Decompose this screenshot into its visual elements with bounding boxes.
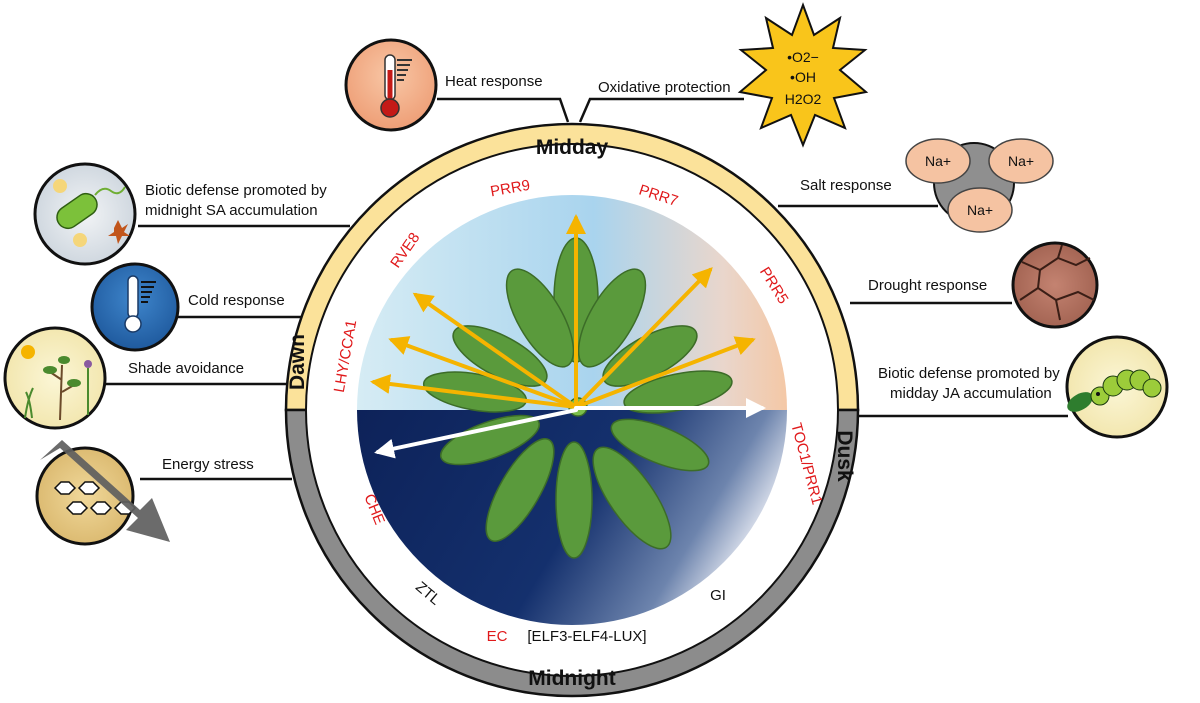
lhy-arrow-lower bbox=[370, 374, 578, 409]
na-ion bbox=[988, 138, 1054, 184]
cold-label: Cold response bbox=[188, 292, 285, 309]
biotic-ja-line2: midday JA accumulation bbox=[890, 385, 1052, 402]
na-label: Na+ bbox=[1008, 153, 1034, 169]
shade-group: Shade avoidance bbox=[3, 326, 244, 430]
gene-ec-complex: [ELF3-ELF4-LUX] bbox=[527, 628, 646, 645]
che-arrow bbox=[374, 408, 578, 459]
midday-label: Midday bbox=[536, 136, 609, 159]
leaf bbox=[439, 414, 541, 466]
leaf bbox=[577, 268, 647, 368]
leaf bbox=[485, 438, 555, 542]
na-ion bbox=[947, 187, 1013, 233]
drought-label: Drought response bbox=[868, 277, 987, 294]
soil-cracks bbox=[1019, 244, 1095, 321]
midnight-label: Midnight bbox=[528, 667, 615, 690]
bacteria-icon bbox=[53, 179, 130, 247]
heat-connector bbox=[437, 97, 570, 123]
oxidative-connector bbox=[578, 97, 744, 123]
biotic-sa-line2: midnight SA accumulation bbox=[145, 202, 318, 219]
thermometer-cold-icon bbox=[124, 275, 156, 333]
sugar-molecule-icon bbox=[53, 481, 137, 515]
ros-starburst bbox=[737, 2, 869, 148]
biotic-ja-group: Biotic defense promoted by midday JA acc… bbox=[878, 335, 1169, 439]
heat-response-label: Heat response bbox=[445, 73, 543, 90]
heat-response-group: Heat response bbox=[344, 38, 543, 132]
arabidopsis-rosette bbox=[422, 237, 733, 559]
energy-group: Energy stress bbox=[35, 440, 254, 546]
shade-label: Shade avoidance bbox=[128, 360, 244, 377]
biotic-sa-group: Biotic defense promoted by midnight SA a… bbox=[33, 162, 327, 266]
connector-lines bbox=[100, 97, 1068, 481]
biotic-sa-line1: Biotic defense promoted by bbox=[145, 182, 327, 199]
salt-group: Salt response Na+ Na+ Na+ bbox=[800, 138, 1054, 233]
shade-plants-icon bbox=[21, 345, 92, 421]
leaf bbox=[592, 446, 672, 550]
energy-label: Energy stress bbox=[162, 456, 254, 473]
shade-circle bbox=[3, 326, 107, 430]
cracked-soil-icon bbox=[1011, 241, 1099, 329]
dawn-label: Dawn bbox=[286, 334, 309, 390]
salt-label: Salt response bbox=[800, 177, 892, 194]
downward-arrow-icon bbox=[40, 440, 170, 542]
caterpillar-icon bbox=[1067, 369, 1162, 412]
biotic-ja-line1: Biotic defense promoted by bbox=[878, 365, 1060, 382]
gene-ec: EC bbox=[487, 628, 508, 645]
leaf bbox=[610, 418, 710, 472]
rve8-arrow bbox=[412, 292, 578, 409]
dusk-label: Dusk bbox=[833, 430, 856, 482]
drought-group: Drought response bbox=[868, 241, 1099, 329]
leaf bbox=[555, 441, 593, 559]
oxidative-group: Oxidative protection •O2− •OH H2O2 bbox=[598, 2, 869, 148]
oxidative-label: Oxidative protection bbox=[598, 79, 731, 96]
na-label: Na+ bbox=[967, 202, 993, 218]
gene-prr9: PRR9 bbox=[489, 177, 531, 201]
na-ion bbox=[905, 138, 971, 184]
ros-hydroxyl: •OH bbox=[790, 69, 816, 85]
clock-hands bbox=[370, 214, 766, 459]
thermometer-hot-icon bbox=[380, 54, 412, 118]
na-label: Na+ bbox=[925, 153, 951, 169]
ros-superoxide: •O2− bbox=[787, 49, 819, 65]
energy-circle bbox=[35, 446, 135, 546]
gene-gi: GI bbox=[710, 587, 726, 604]
ros-peroxide: H2O2 bbox=[785, 91, 822, 107]
leaf bbox=[505, 268, 575, 368]
prr7-arrow bbox=[574, 267, 713, 409]
prr5-arrow bbox=[574, 336, 756, 409]
lhy-arrow-upper bbox=[388, 336, 578, 409]
gene-ec-group: EC [ELF3-ELF4-LUX] bbox=[487, 628, 647, 645]
cold-group: Cold response bbox=[90, 262, 285, 352]
